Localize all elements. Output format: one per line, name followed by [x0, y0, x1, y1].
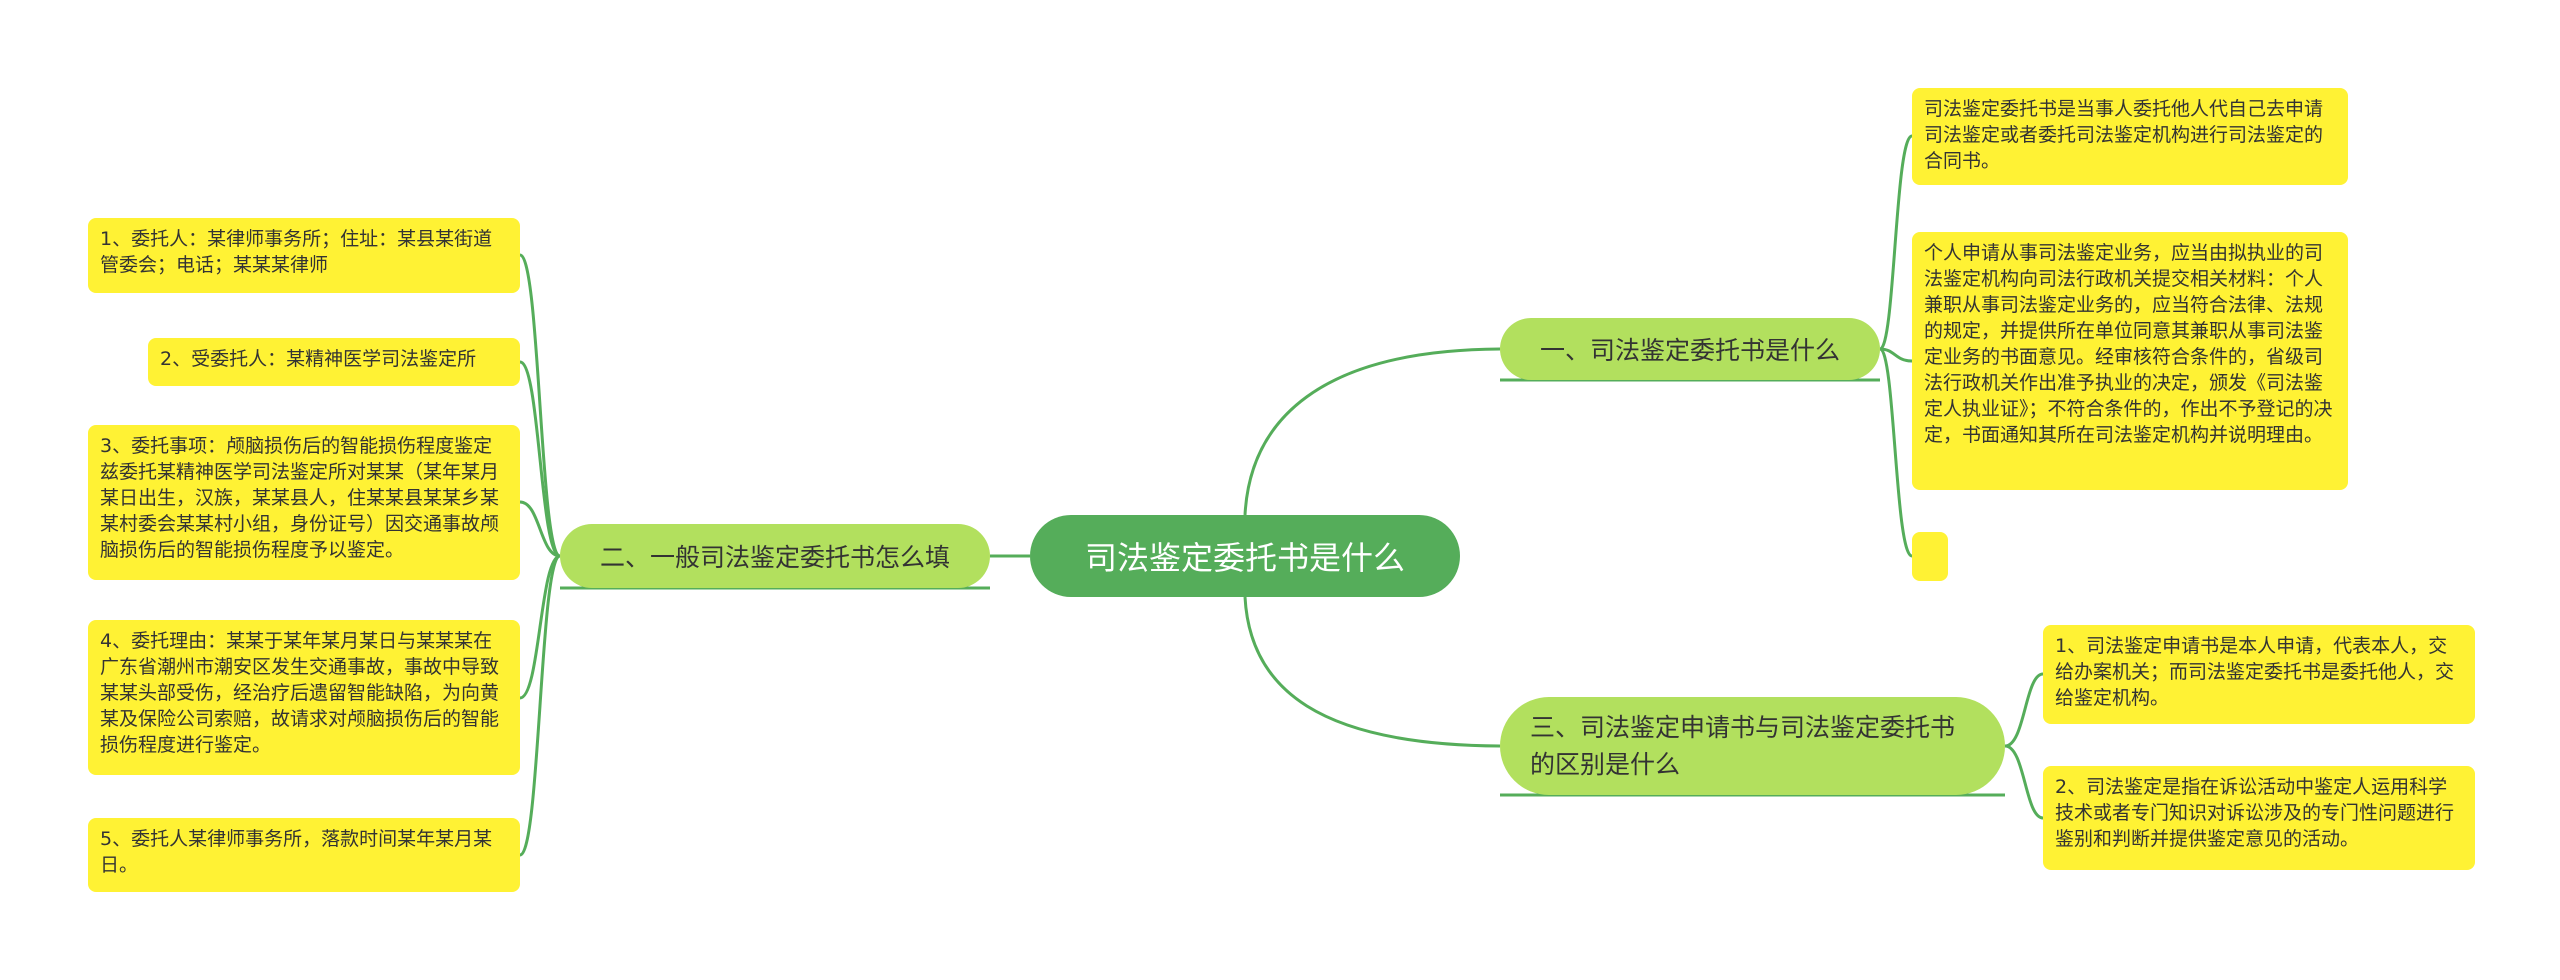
leaf-text: 司法鉴定委托书是当事人委托他人代自己去申请司法鉴定或者委托司法鉴定机构进行司法鉴…	[1924, 98, 2324, 172]
connector-branch-2-leaf-3	[519, 500, 561, 558]
leaf-topic-2-4[interactable]: 4、委托理由：某某于某年某月某日与某某某在广东省潮州市潮安区发生交通事故，事故中…	[88, 620, 520, 775]
leaf-topic-3-2[interactable]: 2、司法鉴定是指在诉讼活动中鉴定人运用科学技术或者专门知识对诉讼涉及的专门性问题…	[2043, 766, 2475, 870]
leaf-text: 3、委托事项：颅脑损伤后的智能损伤程度鉴定兹委托某精神医学司法鉴定所对某某（某年…	[100, 435, 500, 561]
leaf-topic-2-2[interactable]: 2、受委托人：某精神医学司法鉴定所	[148, 338, 520, 386]
connector-branch-3-leaf-2	[2004, 744, 2044, 820]
connector-branch-2-leaf-5	[518, 554, 562, 857]
branch-topic-2[interactable]: 二、一般司法鉴定委托书怎么填	[560, 524, 990, 588]
leaf-text: 个人申请从事司法鉴定业务，应当由拟执业的司法鉴定机构向司法行政机关提交相关材料：…	[1924, 242, 2333, 446]
leaf-topic-3-1[interactable]: 1、司法鉴定申请书是本人申请，代表本人，交给办案机关；而司法鉴定委托书是委托他人…	[2043, 625, 2475, 724]
branch-topic-label: 一、司法鉴定委托书是什么	[1539, 336, 1840, 365]
connector-branch-1-leaf-2	[1879, 347, 1913, 363]
leaf-topic-1-1[interactable]: 司法鉴定委托书是当事人委托他人代自己去申请司法鉴定或者委托司法鉴定机构进行司法鉴…	[1912, 88, 2348, 185]
connector-root-branch-1	[1243, 347, 1501, 516]
branch-topic-label: 二、一般司法鉴定委托书怎么填	[599, 543, 950, 572]
leaf-text: 2、受委托人：某精神医学司法鉴定所	[160, 348, 477, 370]
connector-branch-1-leaf-3	[1878, 347, 1914, 558]
branch-topic-1[interactable]: 一、司法鉴定委托书是什么	[1500, 318, 1880, 380]
connector-branch-3-leaf-1	[2004, 672, 2044, 748]
leaf-topic-2-5[interactable]: 5、委托人某律师事务所，落款时间某年某月某日。	[88, 818, 520, 892]
leaf-topic-2-3[interactable]: 3、委托事项：颅脑损伤后的智能损伤程度鉴定兹委托某精神医学司法鉴定所对某某（某年…	[88, 425, 520, 580]
leaf-text: 1、委托人：某律师事务所；住址：某县某街道管委会；电话；某某某律师	[100, 228, 493, 276]
leaf-text: 4、委托理由：某某于某年某月某日与某某某在广东省潮州市潮安区发生交通事故，事故中…	[100, 630, 500, 756]
connector-branch-1-leaf-1	[1878, 134, 1914, 351]
root-topic-label: 司法鉴定委托书是什么	[1084, 539, 1405, 577]
connector-root-branch-3	[1243, 596, 1501, 748]
leaf-text: 5、委托人某律师事务所，落款时间某年某月某日。	[100, 828, 493, 876]
branch-topic-3[interactable]: 三、司法鉴定申请书与司法鉴定委托书的区别是什么	[1500, 697, 2005, 795]
connector-branch-2-leaf-1	[518, 253, 562, 558]
leaf-text: 1、司法鉴定申请书是本人申请，代表本人，交给办案机关；而司法鉴定委托书是委托他人…	[2055, 635, 2455, 709]
leaf-topic-1-3-empty[interactable]	[1912, 532, 1948, 581]
connector-branch-2-leaf-4	[519, 554, 561, 700]
connector-branch-2-leaf-2	[519, 360, 561, 558]
leaf-topic-2-1[interactable]: 1、委托人：某律师事务所；住址：某县某街道管委会；电话；某某某律师	[88, 218, 520, 293]
branch-topic-label: 三、司法鉴定申请书与司法鉴定委托书的区别是什么	[1530, 713, 1956, 779]
root-topic[interactable]: 司法鉴定委托书是什么	[1030, 515, 1460, 597]
leaf-text: 2、司法鉴定是指在诉讼活动中鉴定人运用科学技术或者专门知识对诉讼涉及的专门性问题…	[2055, 776, 2455, 850]
leaf-topic-1-2[interactable]: 个人申请从事司法鉴定业务，应当由拟执业的司法鉴定机构向司法行政机关提交相关材料：…	[1912, 232, 2348, 490]
